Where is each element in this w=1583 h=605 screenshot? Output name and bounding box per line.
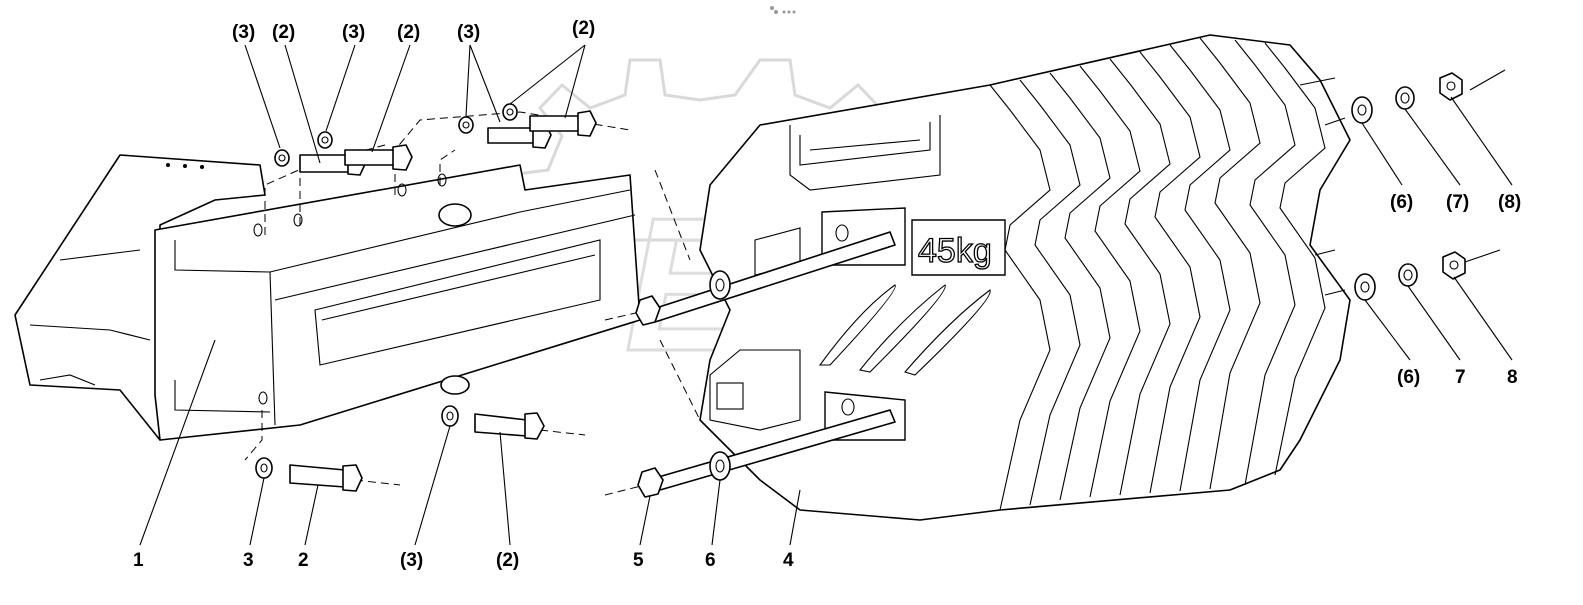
callout-label: (2) — [272, 22, 295, 43]
bracket-slot — [314, 239, 601, 366]
callout-label: (2) — [496, 550, 519, 571]
leader-lines — [139, 44, 1513, 546]
top-fasteners — [264, 103, 631, 235]
callout-label: 7 — [1455, 367, 1466, 388]
callout-label: 1 — [133, 550, 144, 571]
callout-label: 8 — [1507, 367, 1518, 388]
frame-body — [14, 154, 266, 441]
washer-icon — [709, 451, 731, 481]
callout-label: (3) — [457, 22, 480, 43]
callout-labels: (3) (2) (3) (2) (3) (2) (6) (7) (8) (6) … — [133, 18, 1521, 571]
callout-label: 4 — [783, 550, 794, 571]
tractor-frame — [14, 154, 266, 441]
callout-label: 6 — [705, 550, 716, 571]
weight-marking: 45kg — [918, 232, 992, 270]
callout-label: (6) — [1397, 367, 1420, 388]
callout-label: (7) — [1446, 192, 1469, 213]
long-bolts — [604, 169, 896, 498]
weight-plate — [911, 219, 1006, 276]
callout-label: (3) — [400, 550, 423, 571]
washer-icon — [1351, 96, 1373, 124]
washer-icon — [502, 103, 518, 121]
callout-label: 3 — [243, 550, 254, 571]
top-handle — [789, 115, 941, 191]
bolt-icon — [487, 127, 536, 144]
bottom-lug — [709, 349, 801, 431]
callout-label: (3) — [342, 22, 365, 43]
washer-icon — [274, 149, 290, 167]
bolt-icon — [344, 149, 396, 166]
callout-label: 5 — [633, 550, 644, 571]
lock-washer-icon — [1398, 263, 1418, 287]
bolt-icon — [474, 413, 528, 437]
bolt-icon — [289, 464, 346, 488]
washer-icon — [317, 131, 333, 149]
washer-icon — [255, 457, 273, 479]
callout-label: (3) — [232, 22, 255, 43]
bolt-icon — [299, 154, 351, 173]
part-1-bracket — [154, 164, 641, 441]
loading-dots-icon — [770, 6, 796, 14]
hex-nut-icon — [1442, 251, 1466, 280]
callout-label: (2) — [397, 22, 420, 43]
hex-nut-icon — [1439, 72, 1463, 101]
callout-label: (6) — [1390, 192, 1413, 213]
callout-label: 2 — [298, 550, 309, 571]
callout-label: (2) — [572, 18, 595, 39]
callout-label: (8) — [1498, 192, 1521, 213]
bolt-icon — [529, 115, 581, 132]
washer-icon — [1354, 273, 1376, 301]
washer-icon — [709, 270, 731, 300]
bottom-fasteners — [244, 405, 586, 492]
washer-icon — [441, 405, 459, 427]
right-fasteners — [1299, 69, 1506, 301]
washer-icon — [458, 116, 474, 134]
lock-washer-icon — [1395, 86, 1415, 110]
